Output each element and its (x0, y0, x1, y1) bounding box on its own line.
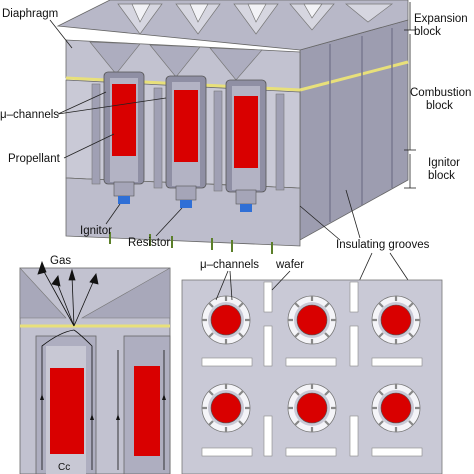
propellant-section-2 (134, 366, 160, 456)
resistor-block (240, 204, 252, 212)
label-resistor: Resistor (128, 237, 170, 249)
expansion-word: Expansion (414, 13, 468, 25)
label-expansion-block: Expansion block (414, 13, 471, 38)
propellant-block (234, 96, 258, 168)
propellant-block (112, 84, 136, 156)
label-gas: Gas (50, 255, 71, 267)
chamber-r1c2 (287, 295, 337, 345)
block-brackets (404, 2, 416, 189)
block-word: block (414, 26, 441, 38)
label-combustion-block: Combustion block (410, 87, 474, 112)
chamber-1 (103, 71, 145, 204)
wafer-u-channel-ticks (202, 296, 420, 432)
front-nozzle-cones (89, 41, 263, 81)
label-ignitor: Ignitor (80, 225, 112, 237)
resistor-block (118, 196, 130, 204)
label-propellant: Propellant (8, 153, 61, 165)
label-insulating-grooves: Insulating grooves (336, 239, 430, 251)
thruster-3d-view (56, 0, 409, 254)
label-cut: Cc (58, 462, 70, 473)
cross-section-view: Gas Cc (19, 255, 171, 474)
chamber-r1c3 (371, 295, 421, 345)
chamber-r2c3 (371, 383, 421, 433)
label-u-channels-top: μ–channels (0, 109, 59, 121)
block-word: block (428, 170, 455, 182)
insulating-grooves-side (329, 28, 393, 222)
chamber-2 (165, 75, 207, 208)
block-word: block (426, 100, 453, 112)
chamber-r1c1 (201, 295, 251, 345)
combustion-word: Combustion (410, 87, 471, 99)
label-ignitor-block: Ignitor block (428, 157, 463, 182)
ignitor-word: Ignitor (428, 157, 460, 169)
nozzle-pyramids (117, 3, 394, 35)
ignitor-pins (109, 232, 273, 254)
flow-arrows-section (41, 329, 165, 470)
propellant-section (50, 368, 84, 454)
label-diaphragm: Diaphragm (2, 8, 58, 20)
expansion-cone-left (19, 267, 67, 319)
arrowheads-section (40, 394, 166, 420)
resistor-block (180, 200, 192, 208)
label-wafer: wafer (275, 259, 304, 271)
label-u-channels-bottom: μ–channels (200, 259, 259, 271)
gas-arrows (37, 260, 99, 327)
expansion-cone-right (80, 267, 171, 319)
wafer-chambers (201, 295, 421, 433)
combustion-chambers (103, 71, 267, 212)
insulating-grooves-front (91, 83, 285, 192)
chamber-r2c1 (201, 383, 251, 433)
chamber-3 (225, 79, 267, 212)
propellant-block (174, 90, 198, 162)
wafer-top-view (181, 279, 443, 474)
wafer-grooves (201, 281, 423, 457)
